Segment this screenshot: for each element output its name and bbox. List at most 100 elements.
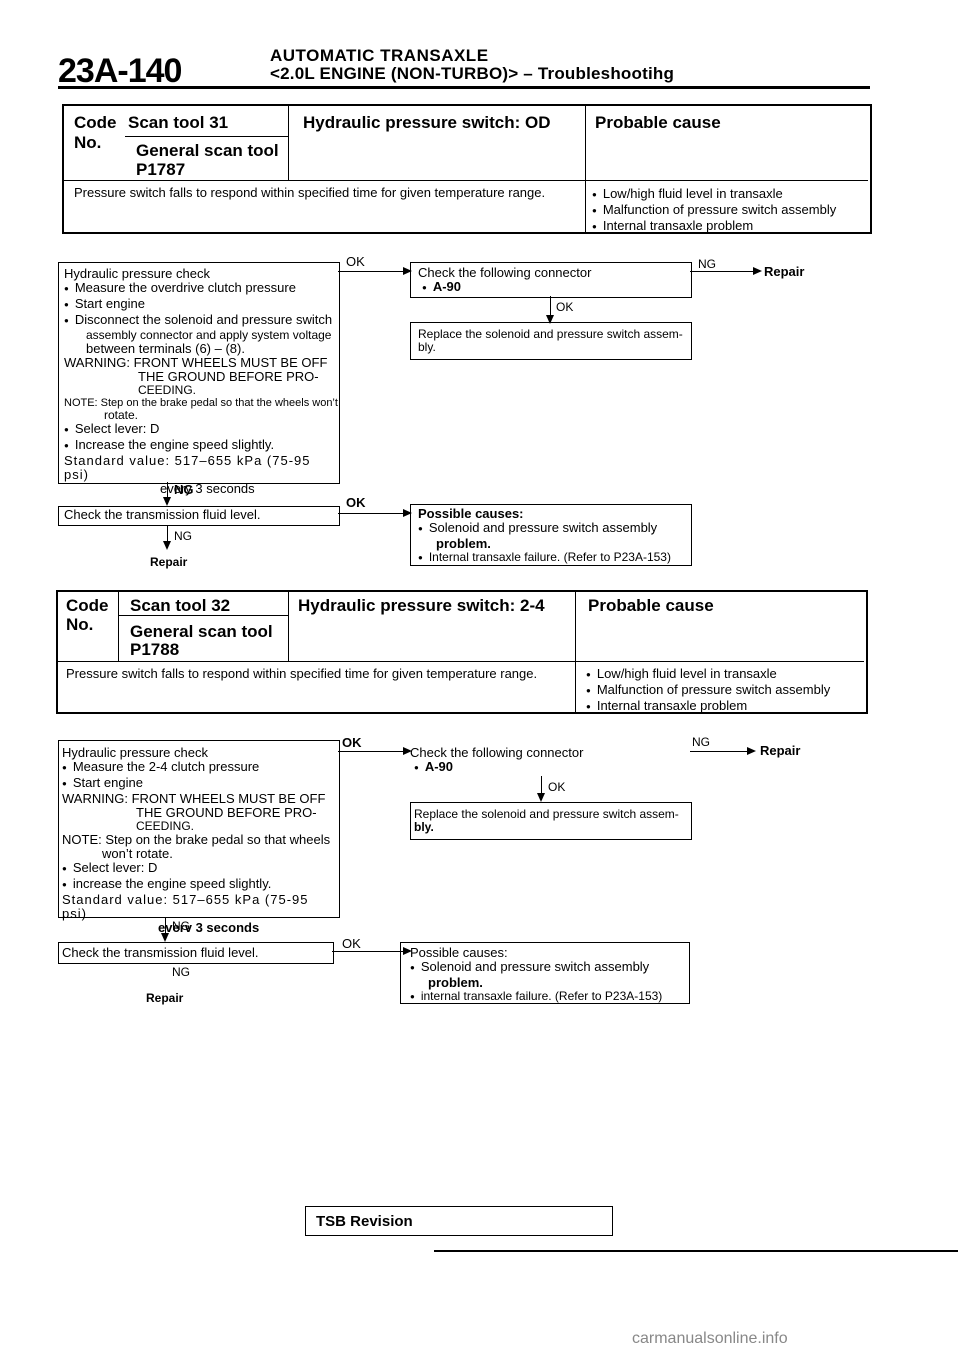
warning: WARNING: FRONT WHEELS MUST BE OFF xyxy=(64,355,328,370)
possible-item: Internal transaxle failure. (Refer to P2… xyxy=(418,551,686,565)
repair-label: Repair xyxy=(760,743,801,758)
possible-item: internal transaxle failure. (Refer to P2… xyxy=(410,990,686,1004)
standard-value: Standard value: 517–655 kPa (75-95 psi) xyxy=(64,453,311,482)
connector-id: A-90 xyxy=(410,760,583,776)
check-box xyxy=(58,262,340,484)
ng-label: NG xyxy=(174,529,192,543)
warning-cont: CEEDING. xyxy=(136,819,195,833)
flow-arrow xyxy=(163,482,171,506)
note: NOTE: Step on the brake pedal so that wh… xyxy=(62,832,331,847)
flow-arrow xyxy=(338,747,412,755)
possible-item: Solenoid and pressure switch assembly xyxy=(410,960,686,976)
ng-label: NG xyxy=(698,257,716,271)
note-cont: won’t rotate. xyxy=(102,846,173,861)
note-cont: rotate. xyxy=(104,408,139,422)
possible-item-cont: problem. xyxy=(436,536,491,551)
check-step: Select lever: D xyxy=(62,861,338,877)
note: NOTE: Step on the brake pedal so that th… xyxy=(64,397,338,409)
p-code: P1787 xyxy=(136,160,186,179)
warning: WARNING: FRONT WHEELS MUST BE OFF xyxy=(62,791,326,806)
check-step: Disconnect the solenoid and pressure swi… xyxy=(64,313,340,329)
flow-arrow xyxy=(546,296,554,324)
description: Pressure switch falls to respond within … xyxy=(66,666,538,681)
tsb-revision: TSB Revision xyxy=(316,1213,413,1230)
cause-item: Low/high fluid level in transaxle xyxy=(586,667,830,683)
fluid-box xyxy=(58,506,340,526)
check-step-cont: between terminals (6) – (8). xyxy=(86,341,245,356)
section-subtitle: <2.0L ENGINE (NON-TURBO)> – Troubleshoot… xyxy=(270,64,675,83)
ng-label: NG xyxy=(174,482,194,497)
check-box xyxy=(58,740,340,918)
watermark: carmanualsonline.info xyxy=(632,1330,788,1347)
connector-line: Check the following connector xyxy=(410,745,584,760)
ng-label: NG xyxy=(692,735,710,749)
divider xyxy=(118,592,119,662)
page-code: 23A-140 xyxy=(58,52,182,90)
check-step: Select lever: D xyxy=(64,422,340,438)
check-step: Measure the overdrive clutch pressure xyxy=(64,281,340,297)
divider xyxy=(118,615,288,616)
divider xyxy=(575,592,576,712)
ok-label: OK xyxy=(342,735,362,750)
replace-line: Replace the solenoid and pressure switch… xyxy=(418,327,683,341)
warning-cont: THE GROUND BEFORE PRO- xyxy=(136,805,317,820)
ok-label: OK xyxy=(346,495,366,510)
check-step: increase the engine speed slightly. xyxy=(62,877,338,893)
repair-label: Repair xyxy=(146,991,184,1005)
repair-label: Repair xyxy=(764,264,805,279)
replace-box xyxy=(410,322,692,360)
divider xyxy=(288,106,289,181)
ng-label: NG xyxy=(172,965,190,979)
diagnosis-title: Hydraulic pressure switch: OD xyxy=(303,113,551,132)
replace-box xyxy=(410,802,692,840)
connector-line: Check the following connector xyxy=(418,265,592,280)
cause-item: Low/high fluid level in transaxle xyxy=(592,187,836,203)
fluid-text: Check the transmission fluid level. xyxy=(62,945,259,960)
cause-item: Malfunction of pressure switch assembly xyxy=(592,203,836,219)
probable-cause-heading: Probable cause xyxy=(588,596,714,615)
ng-label: NG xyxy=(172,919,190,933)
no-label: No. xyxy=(66,615,94,634)
divider xyxy=(125,136,288,137)
connector-id: A-90 xyxy=(418,280,591,296)
warning-cont: THE GROUND BEFORE PRO- xyxy=(138,369,319,384)
code-label: Code xyxy=(74,113,117,132)
flow-arrow xyxy=(537,776,545,802)
check-box-text: Hydraulic pressure check Measure the 2-4… xyxy=(62,746,338,935)
general-scan-tool: General scan tool xyxy=(136,141,279,160)
check-step: Increase the engine speed slightly. xyxy=(64,438,340,454)
p-code: P1788 xyxy=(130,640,180,659)
possible-item: Solenoid and pressure switch assembly xyxy=(418,521,686,537)
general-scan-tool: General scan tool xyxy=(130,622,273,641)
cause-item: Internal transaxle problem xyxy=(586,699,830,715)
code-table-1 xyxy=(62,104,872,234)
replace-line: Replace the solenoid and pressure switch… xyxy=(414,807,679,821)
ok-label: OK xyxy=(556,300,574,314)
check-step: Start engine xyxy=(64,297,340,313)
check-title: Hydraulic pressure check xyxy=(64,266,210,281)
no-label: No. xyxy=(74,133,102,152)
connector-box xyxy=(410,262,692,298)
divider xyxy=(64,180,868,181)
scan-tool-code: Scan tool 31 xyxy=(128,113,229,132)
cause-list: Low/high fluid level in transaxle Malfun… xyxy=(586,667,830,715)
cause-item: Internal transaxle problem xyxy=(592,219,836,235)
repair-label: Repair xyxy=(150,555,188,569)
divider xyxy=(585,106,586,232)
warning-cont: CEEDING. xyxy=(138,383,197,397)
flow-arrow xyxy=(690,267,762,275)
standard-value-cont: every 3 seconds xyxy=(160,481,255,496)
check-step-cont: assembly connector and apply system volt… xyxy=(86,328,332,342)
ok-label: OK xyxy=(342,936,361,951)
connector-text: Check the following connector A-90 xyxy=(410,746,583,776)
ok-label: OK xyxy=(346,254,365,269)
check-step: Start engine xyxy=(62,776,338,792)
possible-item-cont: problem. xyxy=(428,975,483,990)
code-table-2 xyxy=(56,590,868,714)
possible-text: Possible causes: Solenoid and pressure s… xyxy=(410,946,686,1004)
section-title: AUTOMATIC TRANSAXLE xyxy=(270,46,489,65)
ok-label: OK xyxy=(548,780,566,794)
replace-line: bly. xyxy=(418,340,436,354)
possible-box xyxy=(410,504,692,566)
cause-item: Malfunction of pressure switch assembly xyxy=(586,683,830,699)
